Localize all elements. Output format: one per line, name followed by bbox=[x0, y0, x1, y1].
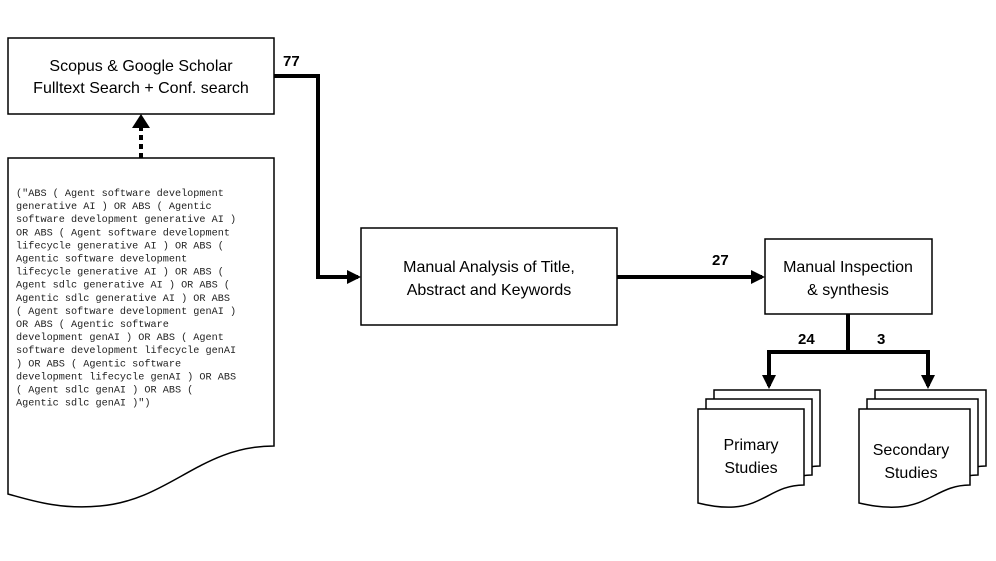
secondary-studies-line2: Studies bbox=[884, 465, 937, 482]
manual-analysis-line2: Abstract and Keywords bbox=[407, 282, 572, 299]
count-secondary: 3 bbox=[877, 331, 885, 348]
secondary-studies-line1: Secondary bbox=[873, 442, 950, 459]
query-line: Agentic software development bbox=[16, 254, 187, 266]
query-line: Agentic sdlc generative AI ) OR ABS bbox=[16, 293, 230, 305]
query-line: lifecycle generative AI ) OR ABS ( bbox=[16, 267, 224, 279]
count-after-screening: 27 bbox=[712, 252, 729, 269]
query-line: ("ABS ( Agent software development bbox=[16, 188, 224, 200]
query-line: lifecycle generative AI ) OR ABS ( bbox=[16, 240, 224, 252]
search-query-text: ("ABS ( Agent software developmentgenera… bbox=[16, 188, 236, 410]
manual-analysis-line1: Manual Analysis of Title, bbox=[403, 259, 575, 276]
query-line: development genAI ) OR ABS ( Agent bbox=[16, 332, 224, 344]
count-primary: 24 bbox=[798, 331, 815, 348]
inspection-to-primary-arrow bbox=[762, 314, 850, 389]
search-box: Scopus & Google Scholar Fulltext Search … bbox=[7, 37, 275, 115]
query-line: ( Agent sdlc genAI ) OR ABS ( bbox=[16, 385, 193, 397]
query-line: OR ABS ( Agent software development bbox=[16, 227, 230, 239]
search-box-line2: Fulltext Search + Conf. search bbox=[33, 80, 249, 97]
inspection-line2: & synthesis bbox=[807, 282, 889, 299]
inspection-to-secondary-arrow bbox=[848, 350, 935, 389]
secondary-studies-documents: Secondary Studies bbox=[858, 389, 987, 508]
query-line: generative AI ) OR ABS ( Agentic bbox=[16, 201, 212, 213]
query-to-search-arrowhead bbox=[132, 114, 150, 128]
inspection-box: Manual Inspection & synthesis bbox=[764, 238, 933, 315]
query-line: software development generative AI ) bbox=[16, 214, 236, 226]
count-after-search: 77 bbox=[283, 53, 300, 70]
search-to-analysis-arrow bbox=[274, 74, 361, 284]
query-line: OR ABS ( Agentic software bbox=[16, 319, 169, 331]
manual-analysis-box: Manual Analysis of Title, Abstract and K… bbox=[360, 227, 618, 326]
query-line: development lifecycle genAI ) OR ABS bbox=[16, 371, 236, 383]
search-query-document: ("ABS ( Agent software developmentgenera… bbox=[7, 157, 275, 508]
inspection-line1: Manual Inspection bbox=[783, 259, 913, 276]
primary-studies-line2: Studies bbox=[724, 460, 777, 477]
query-line: software development lifecycle genAI bbox=[16, 345, 236, 357]
query-line: ) OR ABS ( Agentic software bbox=[16, 358, 181, 370]
primary-studies-documents: Primary Studies bbox=[697, 389, 821, 508]
query-line: ( Agent software development genAI ) bbox=[16, 306, 236, 318]
primary-studies-line1: Primary bbox=[723, 437, 778, 454]
search-box-line1: Scopus & Google Scholar bbox=[49, 58, 233, 75]
query-line: Agent sdlc generative AI ) OR ABS ( bbox=[16, 280, 230, 292]
query-line: Agentic sdlc genAI )") bbox=[16, 398, 151, 410]
